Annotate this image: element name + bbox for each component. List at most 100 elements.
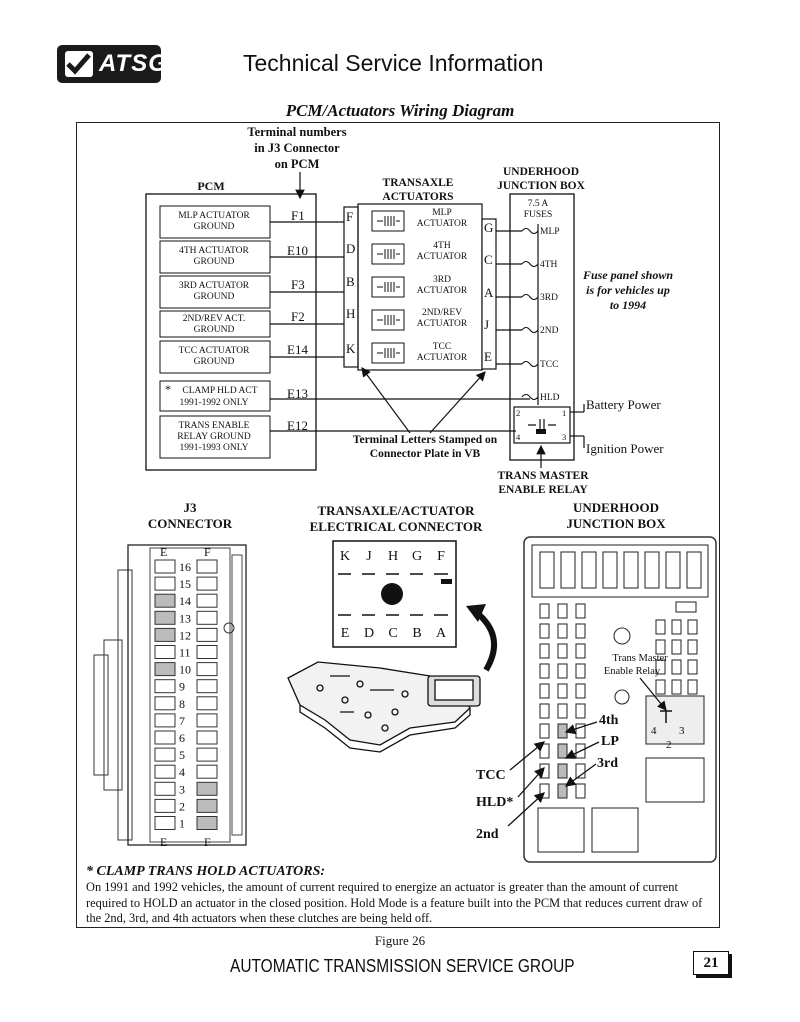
actuator-label: TCC — [433, 342, 451, 352]
connector-plate-illustration — [287, 661, 481, 753]
j3-cavity-e — [154, 764, 176, 779]
jbox-mini-fuse — [671, 619, 682, 635]
relay-pin: 3 — [562, 432, 566, 442]
pcm-row-label: GROUND — [194, 257, 235, 267]
relay-pin: 4 — [651, 725, 657, 737]
junction-label-2: JUNCTION BOX — [497, 180, 586, 192]
jbox-mini-fuse — [539, 703, 550, 719]
jbox-mini-fuse — [557, 703, 568, 719]
jbox-title-1: UNDERHOOD — [573, 500, 659, 515]
j3-pin-number: 7 — [179, 714, 185, 728]
connector-letter: B — [412, 626, 421, 641]
left-letters: F D B H K — [346, 209, 356, 356]
actuator-label: ACTUATOR — [417, 219, 468, 229]
terminal-number: E12 — [287, 418, 308, 433]
jbox-mini-fuse — [539, 723, 550, 739]
terminal-numbers-label-2: in J3 Connector — [254, 141, 340, 155]
j3-pin-number: 5 — [179, 748, 185, 762]
j3-cavity-f — [196, 781, 218, 796]
jbox-mini-fuse — [687, 639, 698, 655]
relay-pin: 2 — [516, 408, 520, 418]
jbox-relay-label-1: Trans Master — [612, 653, 668, 664]
fuse-name: HLD — [540, 393, 560, 403]
j3-cavity-f — [196, 747, 218, 762]
jbox-mini-fuse — [575, 703, 586, 719]
relay-pin: 2 — [666, 739, 672, 751]
fuse-name: 4TH — [540, 260, 558, 270]
terminal-letter: C — [484, 252, 493, 267]
terminal-letters-note-1: Terminal Letters Stamped on — [353, 434, 498, 446]
connector-letter: A — [436, 626, 447, 641]
jbox-mini-fuse — [655, 639, 666, 655]
terminal-number: E10 — [287, 243, 308, 258]
j3-pin-number: 3 — [179, 782, 185, 796]
jbox-mini-fuse — [557, 723, 568, 739]
jbox-mini-fuse — [539, 663, 550, 679]
actuator-label: MLP — [432, 208, 452, 218]
j3-cavity-f — [196, 764, 218, 779]
vb-connector-right — [481, 218, 497, 370]
actuator-label: ACTUATOR — [417, 319, 468, 329]
pcm-row-label: GROUND — [194, 357, 235, 367]
j3-pin-number: 16 — [179, 560, 191, 574]
j3-cavity-f — [196, 576, 218, 591]
j3-pin-number: 1 — [179, 817, 185, 831]
j3-pin-number: 2 — [179, 799, 185, 813]
j3-col-f-bottom: F — [204, 835, 211, 849]
jbox-relay-pins: 4 3 2 — [651, 725, 685, 751]
jbox-fuse-labels: 4th LP 3rd TCC HLD* 2nd — [476, 713, 619, 842]
pcm-row-label: 1991-1993 ONLY — [180, 443, 249, 453]
j3-cavity-e — [154, 747, 176, 762]
actuator-label: ACTUATOR — [417, 252, 468, 262]
terminal-letter: F — [346, 209, 353, 224]
terminal-letter: E — [484, 349, 492, 364]
j3-pin-number: 15 — [179, 577, 191, 591]
connector-letter: C — [388, 626, 397, 641]
connector-top-letters: K J H G F — [340, 549, 445, 564]
terminal-number: E14 — [287, 342, 308, 357]
terminal-numbers-label-1: Terminal numbers — [247, 125, 346, 139]
j3-pin-number: 11 — [179, 646, 191, 660]
jbox-mini-fuse — [539, 643, 550, 659]
footer-org: AUTOMATIC TRANSMISSION SERVICE GROUP — [230, 956, 575, 976]
relay-symbol — [513, 406, 571, 444]
jbox-mini-fuse — [687, 679, 698, 695]
actuator-label: ACTUATOR — [417, 286, 468, 296]
actuator-label: ACTUATOR — [417, 353, 468, 363]
jbox-maxi-fuse — [581, 551, 597, 589]
diagram-frame — [76, 122, 720, 928]
jbox-maxi-fuse — [644, 551, 660, 589]
j3-pin-number: 4 — [179, 765, 185, 779]
fuse-label-2nd: 2nd — [476, 827, 499, 842]
jbox-title-2: JUNCTION BOX — [566, 516, 666, 531]
connector-title-2: ELECTRICAL CONNECTOR — [310, 519, 483, 534]
j3-cavity-f — [196, 645, 218, 659]
j3-cavity-f — [196, 713, 218, 728]
j3-pin-number: 6 — [179, 731, 185, 745]
pcm-row-label: RELAY GROUND — [177, 432, 251, 442]
pcm-row-label: TCC ACTUATOR — [179, 346, 250, 356]
right-letters: G C A J E — [484, 220, 494, 364]
connector-letter: H — [388, 549, 398, 564]
actuator-label: 4TH — [433, 241, 451, 251]
connector-title-1: TRANSAXLE/ACTUATOR — [318, 503, 476, 518]
actuators-label-1: TRANSAXLE — [383, 177, 454, 189]
connector-face — [332, 540, 457, 648]
jbox-mini-fuse — [557, 663, 568, 679]
terminal-number: F2 — [291, 309, 305, 324]
ignition-power-label: Ignition Power — [586, 441, 664, 456]
jbox-mini-fuse — [557, 683, 568, 699]
actuator-label: 2ND/REV — [422, 308, 462, 318]
jbox-mini-fuse — [655, 679, 666, 695]
j3-title-1: J3 — [184, 500, 198, 515]
jbox-mini-fuse — [539, 603, 550, 619]
fuse-note-1: Fuse panel shown — [582, 268, 673, 282]
fuse-name: MLP — [540, 227, 560, 237]
j3-col-e: E — [160, 545, 167, 559]
jbox-mini-fuse — [575, 623, 586, 639]
page-header: Technical Service Information — [243, 50, 544, 76]
jbox-mini-fuse — [557, 643, 568, 659]
connector-letter: E — [341, 626, 350, 641]
fuse-note-3: to 1994 — [610, 298, 646, 312]
